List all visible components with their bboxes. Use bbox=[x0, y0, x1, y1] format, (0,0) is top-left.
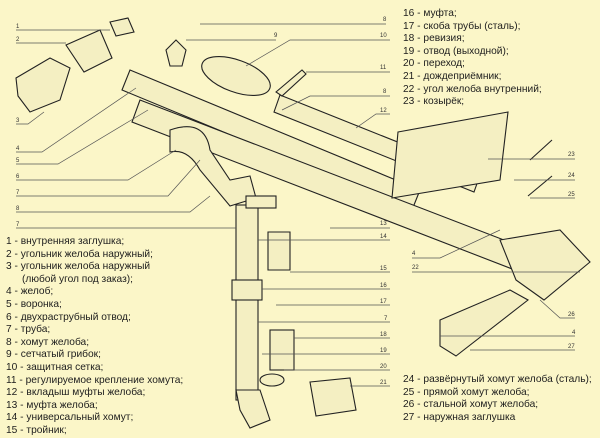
outer-end-cap-gutter bbox=[439, 289, 529, 357]
callout-line-4r bbox=[412, 229, 501, 259]
callout-19: 19 bbox=[380, 348, 387, 354]
callout-7m: 7 bbox=[384, 316, 388, 322]
legend-item: 18 - ревизия; bbox=[403, 33, 465, 45]
callout-16: 16 bbox=[380, 283, 387, 289]
legend-item: 24 - развёрнутый хомут желоба (сталь); bbox=[403, 374, 592, 385]
mesh-mushroom bbox=[165, 39, 187, 67]
callout-line-5 bbox=[16, 109, 149, 165]
callout-18: 18 bbox=[380, 332, 387, 338]
callout-17: 17 bbox=[380, 299, 387, 305]
callout-3: 3 bbox=[16, 118, 20, 124]
legend-item: 20 - переход; bbox=[403, 58, 465, 70]
revision bbox=[269, 329, 295, 371]
legend-item: 14 - универсальный хомут; bbox=[6, 412, 134, 424]
reducer bbox=[259, 373, 285, 387]
rain-collector bbox=[309, 377, 357, 417]
callout-line-4 bbox=[16, 87, 137, 153]
callout-27: 27 bbox=[568, 344, 575, 350]
callout-7b: 7 bbox=[16, 222, 20, 228]
callout-25: 25 bbox=[568, 192, 575, 198]
callout-4r: 4 bbox=[412, 251, 416, 257]
legend-left: 1 - внутренняя заглушка; 2 - угольник же… bbox=[6, 236, 183, 438]
callout-line-3 bbox=[16, 111, 45, 125]
callout-21: 21 bbox=[380, 380, 387, 386]
callout-1: 1 bbox=[16, 24, 20, 30]
legend-item: 11 - регулируемое крепление хомута; bbox=[6, 374, 184, 386]
legend-item: 5 - воронка; bbox=[6, 298, 62, 310]
legend-item: 7 - труба; bbox=[6, 324, 51, 336]
callout-9: 9 bbox=[274, 33, 278, 39]
pipe-clip bbox=[245, 195, 277, 209]
callout-line-7 bbox=[16, 159, 201, 197]
callout-5: 5 bbox=[16, 158, 20, 164]
callout-2: 2 bbox=[16, 37, 20, 43]
legend-item: 12 - вкладыш муфты желоба; bbox=[6, 387, 146, 399]
legend-item: 25 - прямой хомут желоба; bbox=[403, 386, 530, 398]
callout-line-26 bbox=[539, 299, 575, 319]
downpipe bbox=[235, 204, 259, 401]
legend-item: 27 - наружная заглушка bbox=[403, 411, 516, 423]
callout-22: 22 bbox=[412, 265, 419, 271]
callout-20: 20 bbox=[380, 364, 387, 370]
legend-item: 1 - внутренняя заглушка; bbox=[6, 236, 125, 247]
callout-line-10 bbox=[245, 39, 390, 67]
legend-top-right: 16 - муфта; 17 - скоба трубы (сталь); 18… bbox=[403, 8, 542, 109]
legend-item: 19 - отвод (выходной); bbox=[403, 45, 509, 57]
callout-8b: 8 bbox=[383, 89, 387, 95]
callout-26: 26 bbox=[568, 312, 575, 318]
callout-12: 12 bbox=[380, 108, 387, 114]
outer-gutter-corner-angle bbox=[15, 57, 71, 113]
legend-item: 8 - хомут желоба; bbox=[6, 336, 90, 348]
protective-mesh bbox=[201, 56, 271, 96]
legend-bottom-right: 24 - развёрнутый хомут желоба (сталь); 2… bbox=[403, 374, 592, 424]
legend-item: 23 - козырёк; bbox=[403, 96, 465, 108]
outer-gutter-corner bbox=[65, 29, 113, 73]
callout-8-top: 8 bbox=[383, 17, 387, 23]
legend-item: 16 - муфта; bbox=[403, 8, 457, 19]
gutter-hood bbox=[391, 111, 509, 199]
tee bbox=[267, 231, 291, 271]
inner-gutter-corner bbox=[499, 229, 591, 301]
steel-bracket bbox=[529, 139, 553, 161]
callout-24: 24 bbox=[568, 173, 575, 179]
callout-13: 13 bbox=[380, 221, 387, 227]
legend-item: 10 - защитная сетка; bbox=[6, 361, 104, 373]
callout-8: 8 bbox=[16, 206, 20, 212]
callout-15: 15 bbox=[380, 266, 387, 272]
legend-item-continuation: (любой угол под заказ); bbox=[22, 273, 133, 285]
callout-line-8b bbox=[281, 95, 390, 111]
legend-item: 6 - двухраструбный отвод; bbox=[6, 311, 131, 323]
legend-item: 15 - тройник; bbox=[6, 424, 67, 436]
end-cap-internal bbox=[109, 17, 135, 37]
callout-14: 14 bbox=[380, 234, 387, 240]
legend-item: 21 - дождеприёмник; bbox=[403, 70, 502, 82]
straight-bracket bbox=[527, 175, 553, 197]
legend-item: 4 - желоб; bbox=[6, 286, 54, 298]
legend-item: 17 - скоба трубы (сталь); bbox=[403, 20, 521, 32]
legend-item: 13 - муфта желоба; bbox=[6, 399, 98, 411]
outlet-bend bbox=[235, 389, 271, 429]
callout-11: 11 bbox=[380, 65, 387, 71]
callout-6: 6 bbox=[16, 174, 20, 180]
legend-item: 9 - сетчатый грибок; bbox=[6, 349, 101, 361]
callout-7: 7 bbox=[16, 190, 20, 196]
callout-line-6 bbox=[16, 149, 177, 181]
legend-item: 22 - угол желоба внутренний; bbox=[403, 83, 542, 95]
callout-4b: 4 bbox=[572, 330, 576, 336]
callout-line-12 bbox=[355, 113, 390, 129]
adjustable-bracket bbox=[275, 69, 307, 97]
coupling bbox=[231, 279, 263, 301]
callout-10: 10 bbox=[380, 33, 387, 39]
legend-item: 3 - угольник желоба наружный bbox=[6, 261, 151, 273]
legend-item: 26 - стальной хомут желоба; bbox=[403, 399, 539, 411]
legend-item: 2 - угольник желоба наружный; bbox=[6, 248, 153, 260]
callout-4: 4 bbox=[16, 146, 20, 152]
callout-23: 23 bbox=[568, 152, 575, 158]
callout-line-8 bbox=[16, 195, 211, 213]
